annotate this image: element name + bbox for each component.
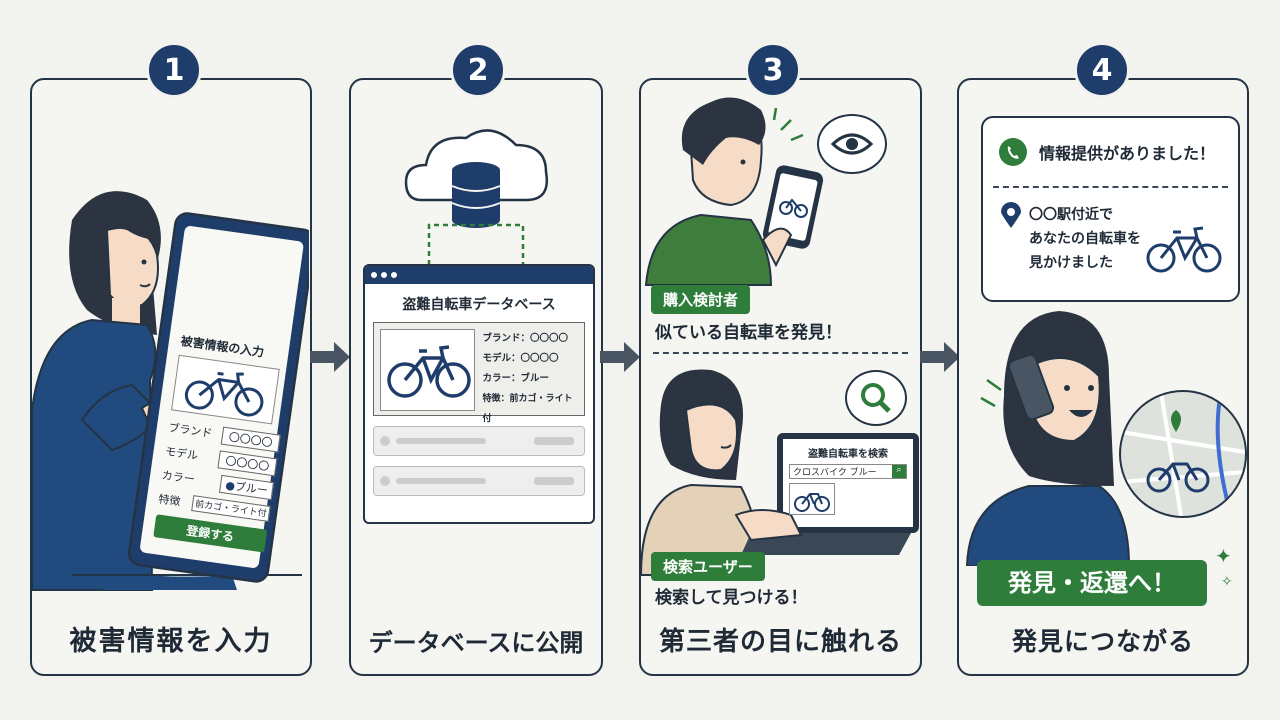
- phone-icon: [999, 138, 1027, 166]
- step-panel-3: 購入検討者 似ている自転車を発見！ 盗難自転車を検索 クロスバイク ブルー ⌕ …: [639, 78, 922, 676]
- record-color: カラー：ブルー: [482, 373, 550, 384]
- cloud-database-icon: [404, 129, 549, 265]
- arrow-right-icon: [600, 342, 640, 372]
- laptop-screen: 盗難自転車を検索 クロスバイク ブルー ⌕: [785, 441, 911, 518]
- placeholder-record: [373, 466, 585, 496]
- step-panel-1: 被害情報の入力 ブランド〇〇〇〇 モデル〇〇〇〇 カラー●ブルー 特徴前カゴ・ラ…: [30, 78, 312, 676]
- feature-field[interactable]: 前カゴ・ライト付: [191, 495, 271, 522]
- divider: [993, 186, 1228, 188]
- message-line-1: 〇〇駅付近で: [1029, 207, 1113, 223]
- window-dot-icon: [371, 272, 377, 278]
- buyer-with-phone-illustration: [644, 97, 824, 286]
- eye-speech-bubble: [817, 114, 887, 174]
- model-field[interactable]: 〇〇〇〇: [217, 450, 278, 477]
- color-select[interactable]: ●ブルー: [219, 474, 274, 501]
- step-number-1: 1: [146, 42, 202, 98]
- map-icon: [1121, 392, 1245, 516]
- arrow-right-icon: [310, 342, 350, 372]
- bicycle-icon: [1146, 226, 1222, 273]
- search-speech-bubble: [845, 370, 907, 426]
- search-icon[interactable]: ⌕: [892, 465, 906, 478]
- woman-on-phone-illustration: [965, 311, 1131, 566]
- placeholder-record: [373, 426, 585, 456]
- step-caption-1: 被害情報を入力: [69, 626, 273, 657]
- magnifier-icon: [861, 383, 891, 413]
- map-circle: [1119, 390, 1247, 518]
- window-dot-icon: [381, 272, 387, 278]
- laptop-title: 盗難自転車を検索: [808, 449, 888, 460]
- sparkle-icon: ✧: [1221, 574, 1233, 590]
- notification-bubble: 情報提供がありました！ 〇〇駅付近で あなたの自転車を 見かけました: [981, 116, 1240, 302]
- database-title: 盗難自転車データベース: [402, 297, 556, 313]
- step-panel-4: 情報提供がありました！ 〇〇駅付近で あなたの自転車を 見かけました 発見・返還…: [957, 78, 1249, 676]
- buyer-tag: 購入検討者: [651, 285, 751, 314]
- buyer-text: 似ている自転車を発見！: [655, 323, 842, 343]
- bicycle-icon: [789, 483, 835, 515]
- searcher-text: 検索して見つける！: [655, 588, 808, 608]
- step-number-2: 2: [450, 42, 506, 98]
- location-pin-icon: [1001, 202, 1021, 228]
- window-dot-icon: [391, 272, 397, 278]
- found-returned-banner: 発見・返還へ！: [977, 560, 1207, 606]
- step-number-4: 4: [1074, 42, 1130, 98]
- message-line-3: 見かけました: [1029, 255, 1113, 271]
- divider: [653, 352, 908, 354]
- brand-label: ブランド: [167, 421, 214, 441]
- message-line-2: あなたの自転車を: [1029, 231, 1141, 247]
- database-record[interactable]: ブランド：〇〇〇〇 モデル：〇〇〇〇 カラー：ブルー 特徴：前カゴ・ライト付: [373, 322, 585, 424]
- notify-text: 情報提供がありました！: [1039, 144, 1216, 163]
- model-label: モデル: [164, 444, 199, 463]
- brand-select[interactable]: 〇〇〇〇: [220, 426, 281, 453]
- bicycle-icon: [171, 354, 280, 425]
- tablet-form: 被害情報の入力 ブランド〇〇〇〇 モデル〇〇〇〇 カラー●ブルー 特徴前カゴ・ラ…: [153, 332, 293, 553]
- laptop-search-input[interactable]: クロスバイク ブルー ⌕: [789, 464, 907, 479]
- step-panel-2: 盗難自転車データベース ブランド：〇〇〇〇 モデル：〇〇〇〇 カラー：ブルー 特…: [349, 78, 603, 676]
- bicycle-icon: [380, 329, 475, 411]
- sparkle-icon: ✦: [1215, 544, 1232, 568]
- searcher-tag: 検索ユーザー: [651, 552, 765, 581]
- eye-icon: [830, 133, 874, 155]
- feature-label: 特徴: [157, 492, 182, 509]
- record-brand: ブランド：〇〇〇〇: [482, 333, 569, 344]
- step-caption-2: データベースに公開: [368, 629, 584, 657]
- browser-window: 盗難自転車データベース ブランド：〇〇〇〇 モデル：〇〇〇〇 カラー：ブルー 特…: [363, 264, 595, 524]
- step-number-3: 3: [745, 42, 801, 98]
- record-model: モデル：〇〇〇〇: [482, 353, 559, 364]
- arrow-right-icon: [920, 342, 960, 372]
- color-label: カラー: [160, 468, 196, 487]
- step-caption-4: 発見につながる: [1011, 627, 1194, 656]
- step-caption-3: 第三者の目に触れる: [658, 627, 902, 657]
- record-feature: 特徴：前カゴ・ライト付: [482, 394, 573, 424]
